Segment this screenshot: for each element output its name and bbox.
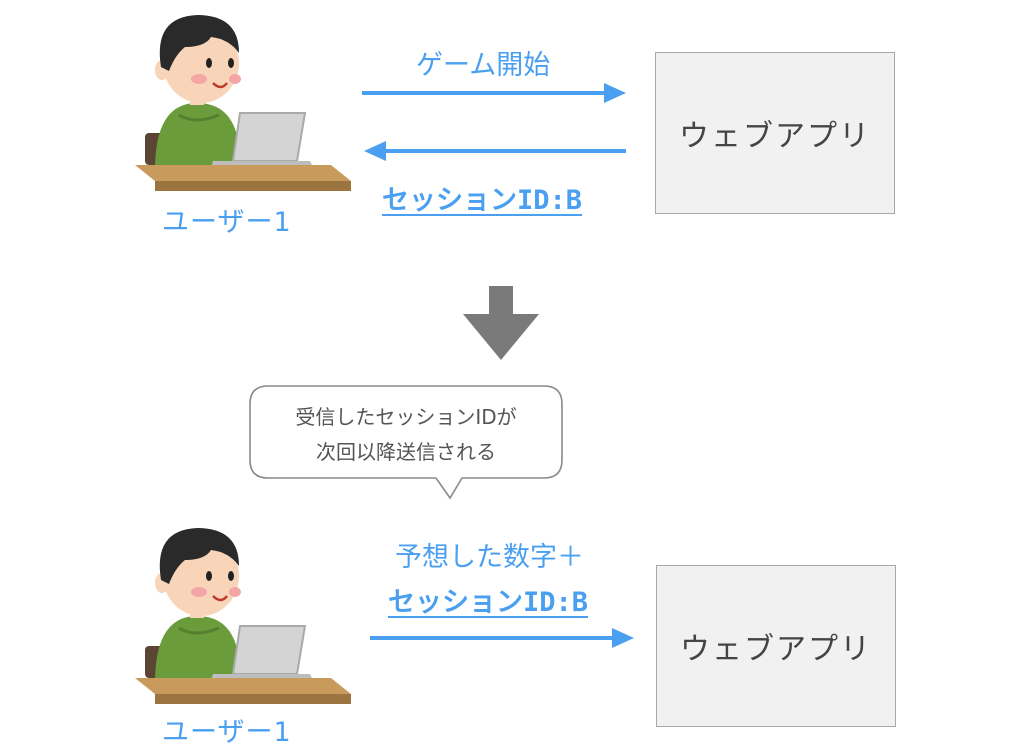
bubble-text-line-1: 受信したセッションIDが — [295, 405, 517, 429]
speech-bubble: 受信したセッションIDが 次回以降送信される — [248, 384, 564, 504]
session-id-label-top: セッションID:B — [382, 185, 583, 216]
web-app-label-bottom: ウェブアプリ — [680, 632, 872, 667]
request-label-bottom: 予想した数字＋ — [395, 542, 584, 573]
response-arrow-top — [364, 141, 626, 161]
speech-bubble-shape — [249, 385, 563, 500]
request-label-top: ゲーム開始 — [416, 50, 551, 81]
user-illustration-top — [135, 5, 365, 195]
user-label-bottom: ユーザー1 — [162, 717, 292, 748]
user-illustration-bottom — [135, 518, 365, 708]
web-app-box-bottom: ウェブアプリ — [656, 565, 896, 727]
user-at-laptop-icon — [135, 528, 351, 704]
user-label-top: ユーザー1 — [162, 207, 292, 238]
request-arrow-top — [362, 83, 626, 103]
request-arrow-bottom — [370, 628, 634, 648]
bubble-text-line-2: 次回以降送信される — [316, 440, 496, 464]
web-app-label-top: ウェブアプリ — [679, 119, 871, 154]
session-id-label-bottom: セッションID:B — [388, 587, 589, 618]
user-at-laptop-icon — [135, 15, 351, 191]
web-app-box-top: ウェブアプリ — [655, 52, 895, 214]
down-arrow-icon — [463, 286, 539, 360]
